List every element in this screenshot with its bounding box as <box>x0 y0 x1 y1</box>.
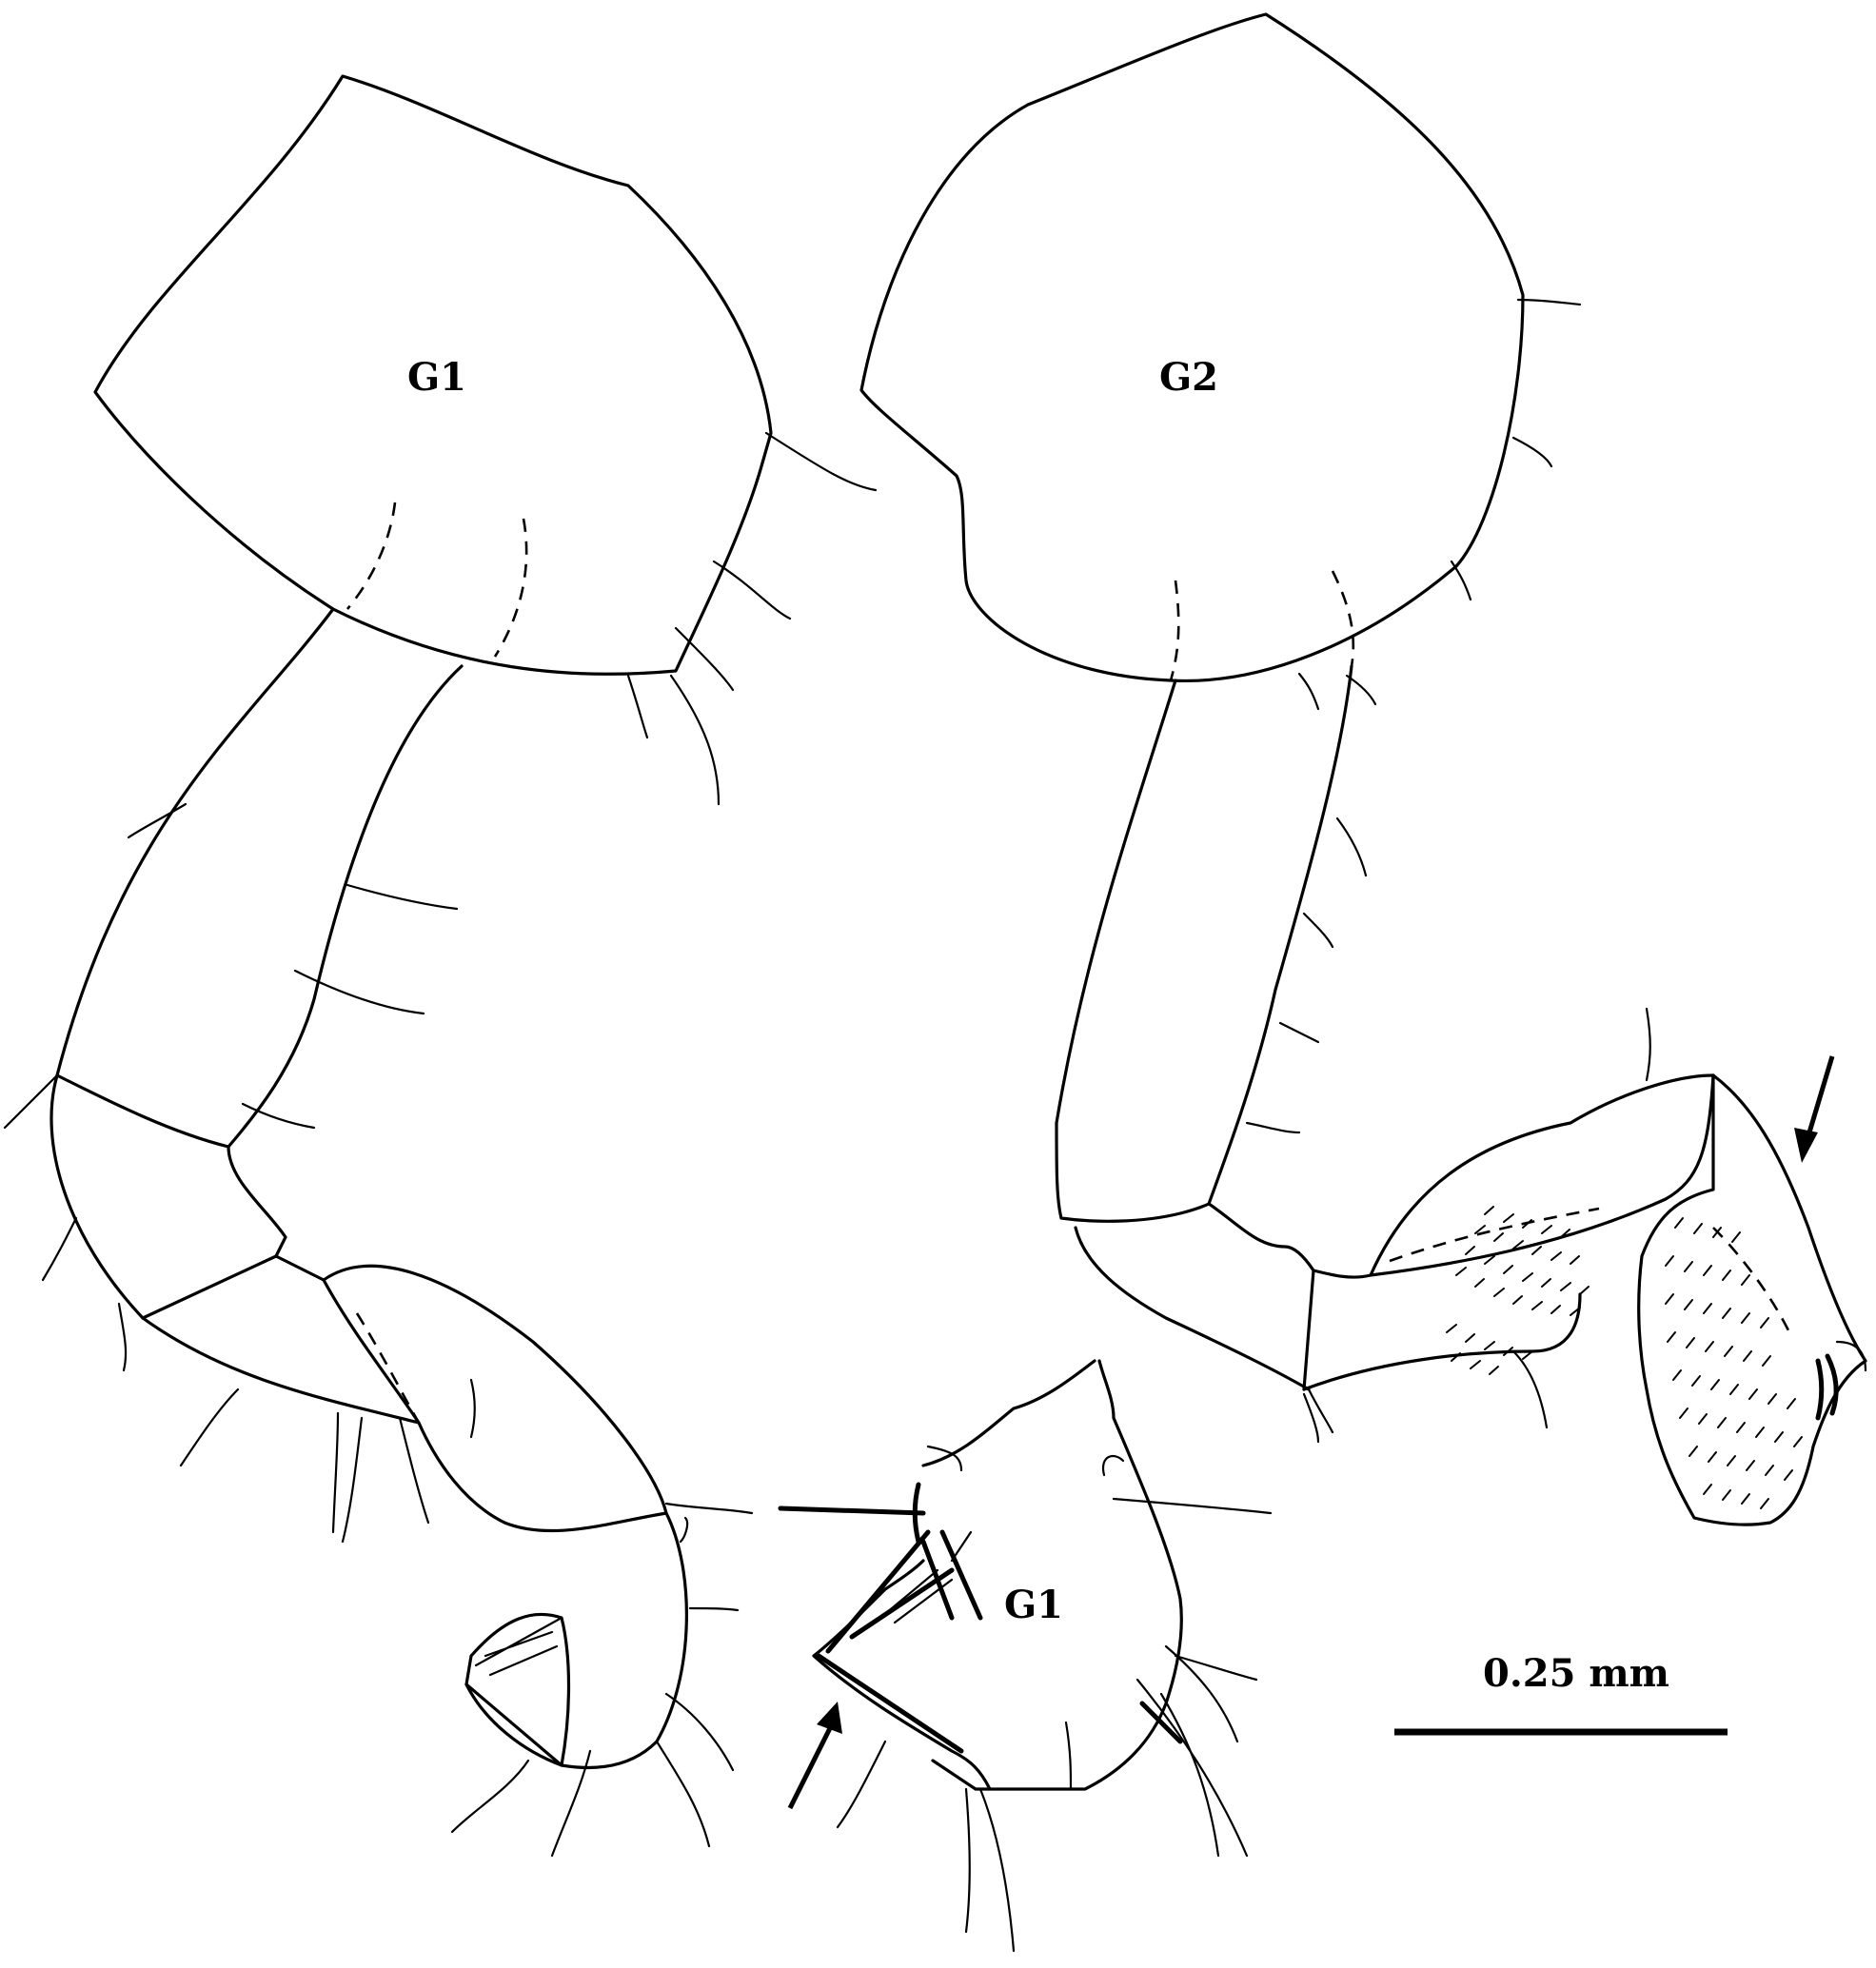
g1-dactyl <box>464 1612 571 1767</box>
g2-main-label: G2 <box>1159 355 1218 400</box>
g2-setose-patch-carpus <box>1446 1206 1590 1375</box>
g1-carpus <box>322 1264 668 1525</box>
g2-setose-patch-propodus <box>1665 1217 1803 1509</box>
g1-detail-propodus <box>921 1359 1183 1791</box>
g1-propodus <box>464 1511 688 1770</box>
g2-propodus <box>1637 1073 1867 1526</box>
g1-basis <box>55 607 464 1149</box>
g1-merus <box>141 1254 421 1425</box>
arrow-g2-propodus <box>1794 1055 1835 1163</box>
g2-ischium <box>1074 1202 1315 1391</box>
g2-coxa <box>859 12 1525 683</box>
g1-detail-dactyl <box>812 1559 992 1791</box>
g2-appendage <box>859 12 1867 1526</box>
g1-ischium <box>49 1073 287 1320</box>
g1-detail <box>778 1359 1273 1953</box>
g1-appendage <box>3 74 878 1858</box>
g1-main-label: G1 <box>407 355 466 400</box>
g2-merus <box>1302 1073 1715 1391</box>
scale-bar: 0.25 mm <box>1394 1651 1728 1736</box>
scale-bar-label: 0.25 mm <box>1483 1651 1669 1696</box>
arrow-g1-detail <box>787 1702 842 1810</box>
g2-basis <box>1055 664 1353 1223</box>
g2-dactyl <box>1815 1353 1839 1421</box>
g1-detail-label: G1 <box>1004 1583 1063 1627</box>
